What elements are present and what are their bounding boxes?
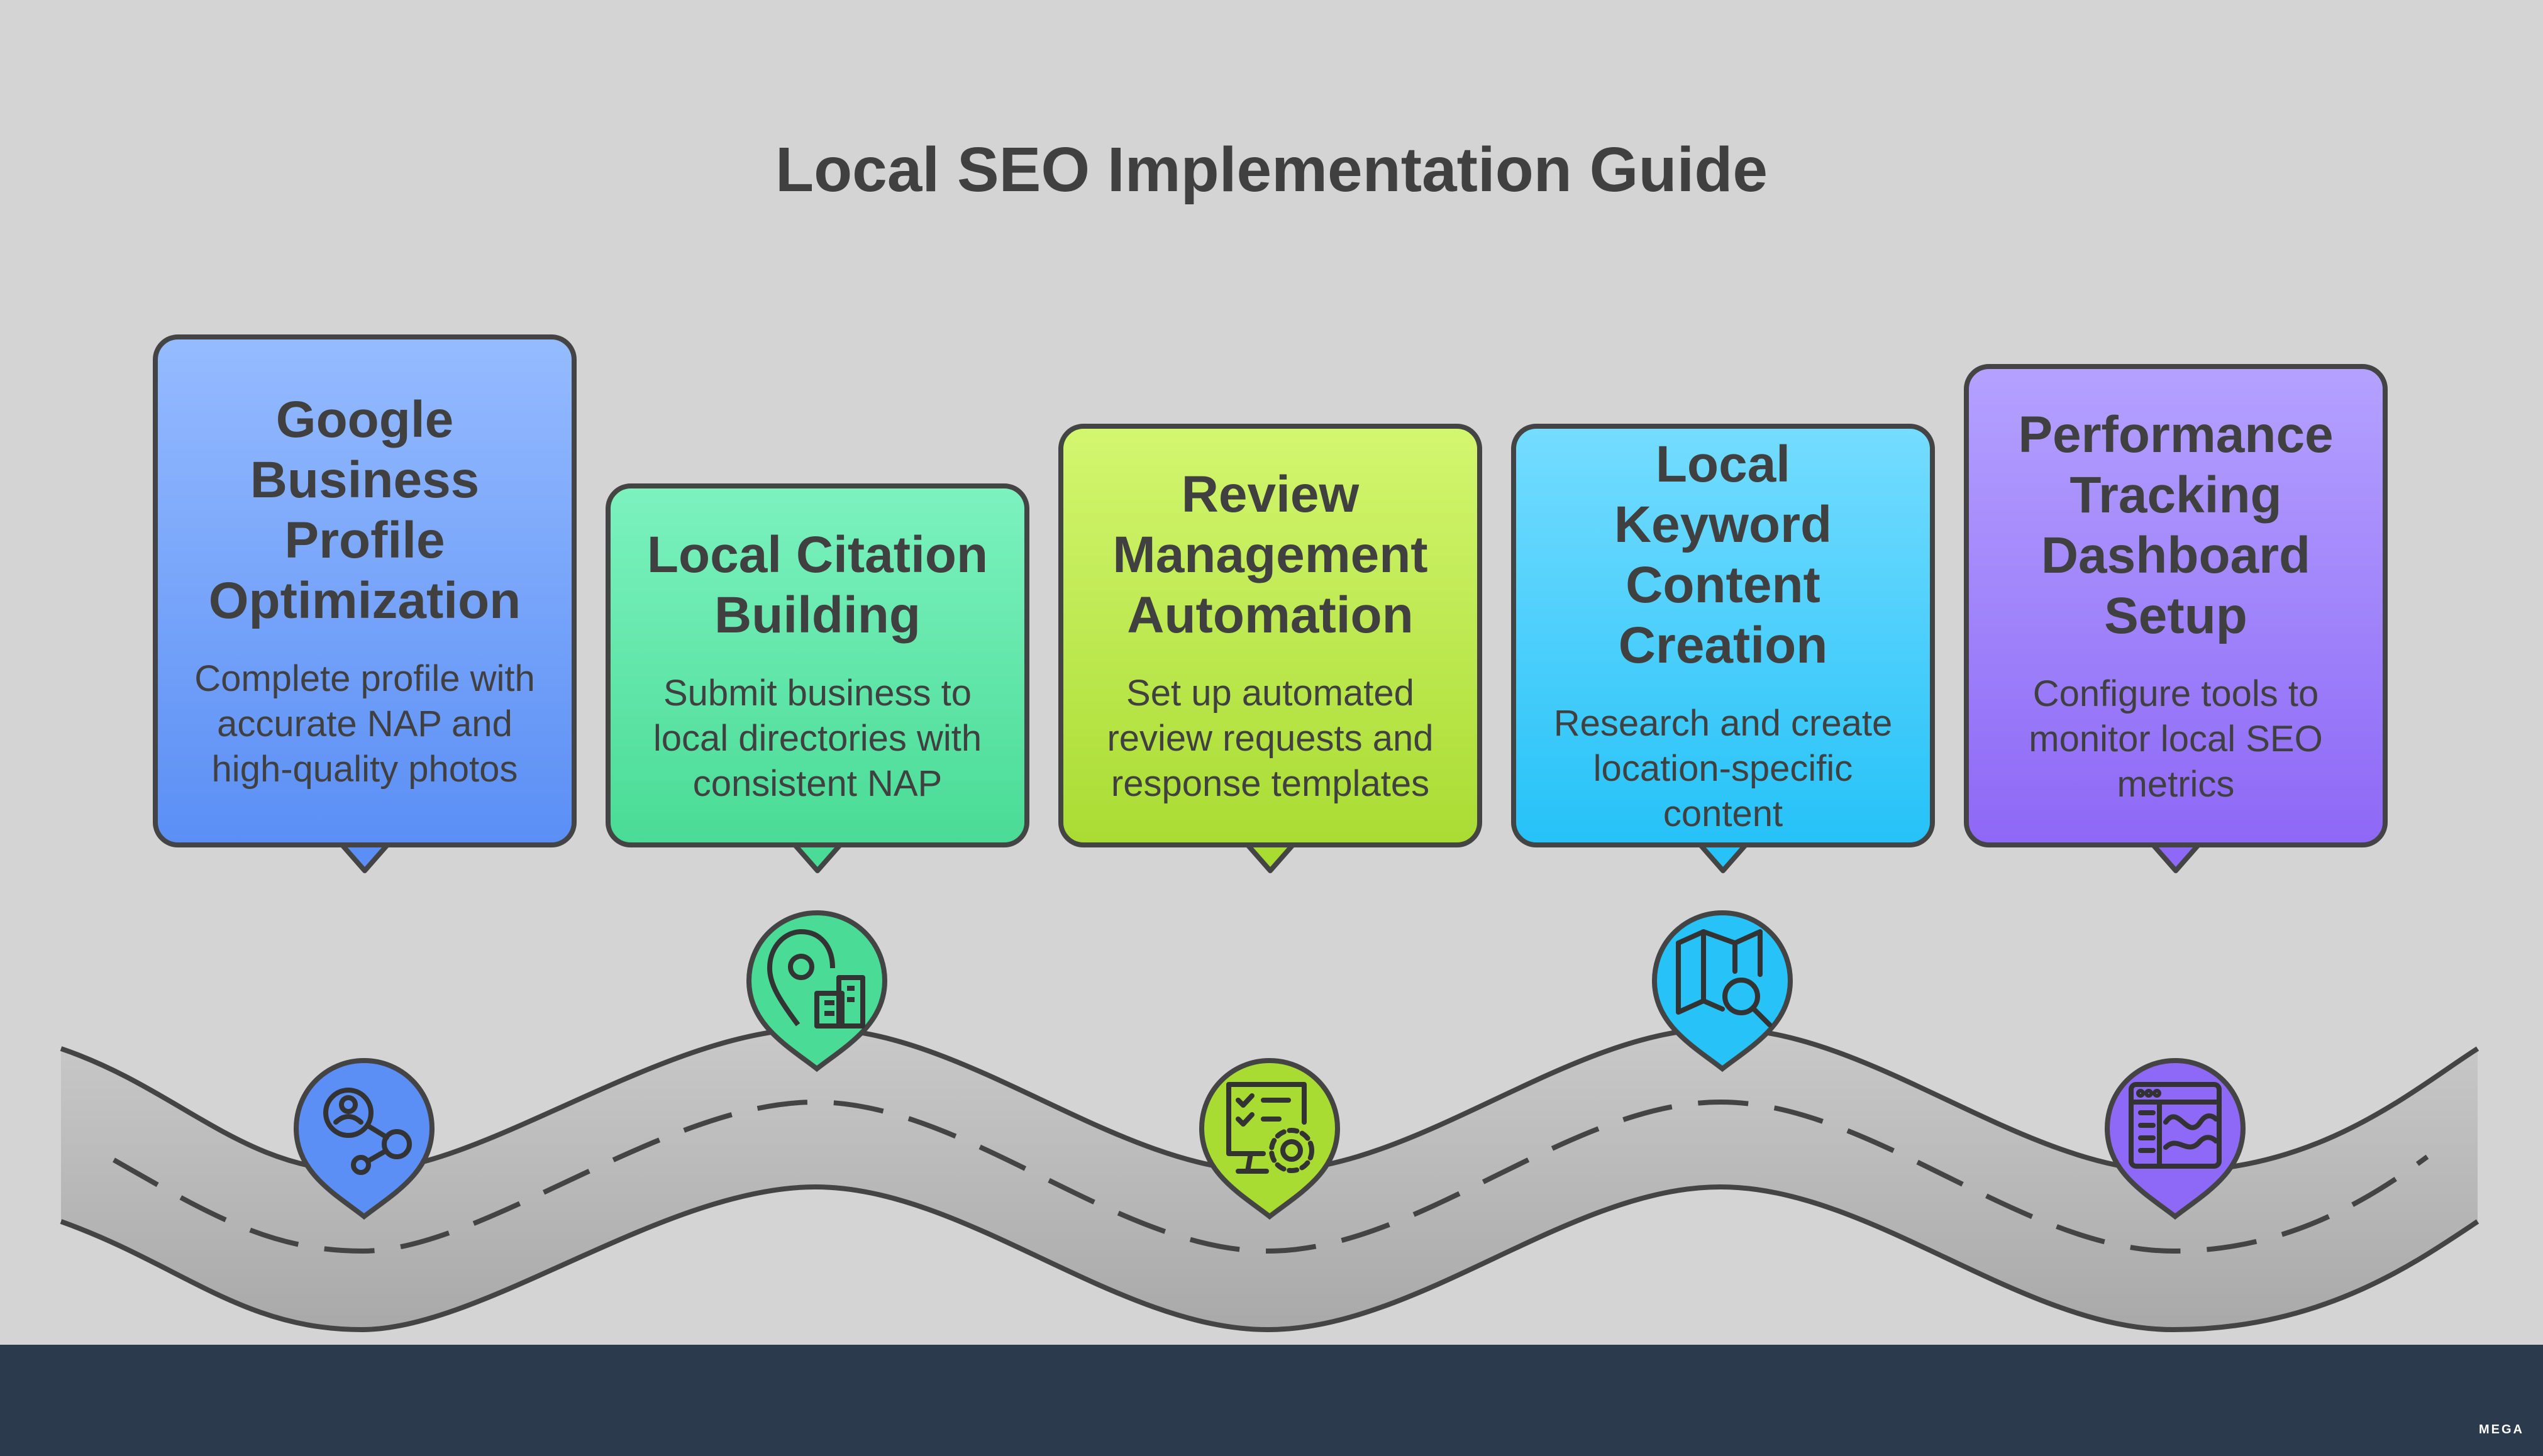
road-edge-bottom — [60, 1184, 2479, 1333]
footer-bar: MEGA — [0, 1345, 2543, 1456]
step-1-pin — [293, 1057, 435, 1220]
card-5-pointer — [2151, 843, 2201, 873]
step-description: Configure tools to monitor local SEO met… — [2029, 673, 2323, 805]
step-title: Google Business Profile Optimization — [208, 391, 521, 629]
step-title: Review Management Automation — [1112, 466, 1428, 644]
road-center-dashes — [113, 1099, 2429, 1254]
location-building-icon — [767, 929, 865, 1029]
card-3-pointer — [1245, 843, 1295, 873]
page-title: Local SEO Implementation Guide — [775, 135, 1768, 205]
brand-logo: MEGA — [2479, 1423, 2524, 1437]
map-search-icon — [1676, 929, 1772, 1027]
step-5-pin — [2104, 1057, 2246, 1220]
step-description: Set up automated review requests and res… — [1107, 673, 1434, 804]
step-description: Submit business to local directories wit… — [653, 672, 982, 804]
step-title: Local Citation Building — [646, 526, 989, 644]
step-description: Research and create location-specific co… — [1553, 703, 1893, 834]
card-4-pointer — [1698, 843, 1748, 873]
checklist-gear-icon — [1226, 1082, 1314, 1174]
step-4-pin — [1651, 910, 1793, 1073]
step-2-pin — [746, 910, 888, 1073]
profile-share-icon — [323, 1088, 412, 1175]
card-pointers — [340, 843, 2201, 873]
step-card-performance-tracking: Performance Tracking Dashboard Setup Con… — [1964, 364, 2388, 847]
step-card-review-management: Review Management Automation Set up auto… — [1058, 424, 1482, 847]
step-title: Performance Tracking Dashboard Setup — [2018, 405, 2334, 644]
card-2-pointer — [792, 843, 843, 873]
step-3-pin — [1199, 1057, 1341, 1220]
step-card-google-business-profile: Google Business Profile Optimization Com… — [153, 334, 577, 847]
step-card-local-citation: Local Citation Building Submit business … — [606, 483, 1029, 847]
pin-shape — [1651, 910, 1793, 1073]
step-title: Local Keyword Content Creation — [1614, 436, 1832, 674]
card-1-pointer — [340, 843, 390, 873]
step-description: Complete profile with accurate NAP and h… — [194, 658, 535, 790]
step-card-local-keyword-content: Local Keyword Content Creation Research … — [1511, 424, 1935, 847]
dashboard-chart-icon — [2129, 1082, 2222, 1169]
